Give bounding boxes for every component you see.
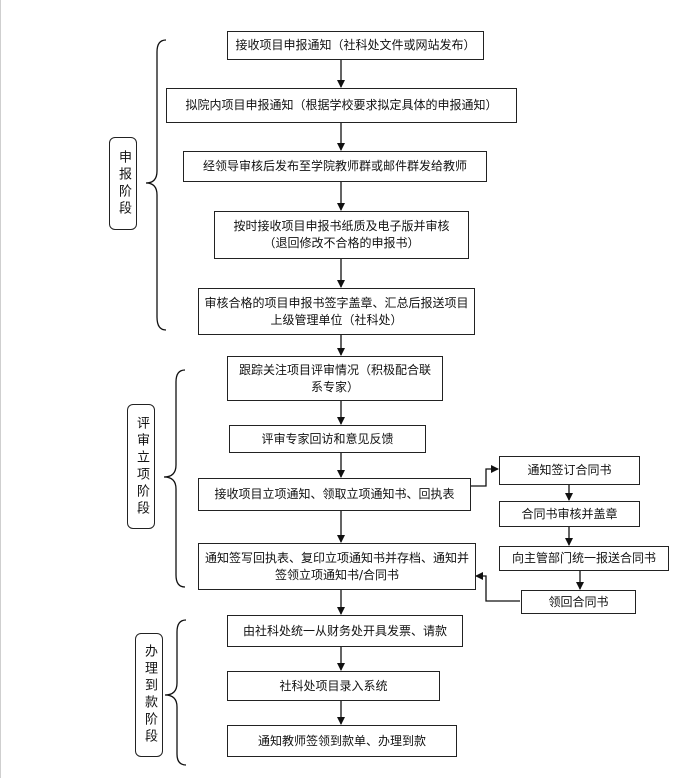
page-edge-line xyxy=(0,0,1,778)
stage-label-declaration: 申报阶段 xyxy=(109,137,137,230)
step-notify-payment: 通知教师签领到款单、办理到款 xyxy=(227,725,457,757)
step-enter-system: 社科处项目录入系统 xyxy=(227,671,440,701)
step-notify-receipt: 通知签写回执表、复印立项通知书并存档、通知并 签领立项通知书/合同书 xyxy=(198,543,476,590)
step-publish-to-teachers: 经领导审核后发布至学院教师群或邮件群发给教师 xyxy=(183,151,487,182)
step-collect-applications: 按时接收项目申报书纸质及电子版并审核 （退回修改不合格的申报书） xyxy=(214,211,469,259)
contract-submit: 向主管部门统一报送合同书 xyxy=(499,546,669,571)
step-submit-applications: 审核合格的项目申报书签字盖章、汇总后报送项目 上级管理单位（社科处） xyxy=(198,288,475,335)
stage-text: 办理到款阶段 xyxy=(142,644,157,746)
stage-text: 评审立项阶段 xyxy=(134,415,149,518)
brace-declaration xyxy=(145,39,167,331)
stage-label-payment: 办理到款阶段 xyxy=(135,633,163,757)
contract-review-stamp: 合同书审核并盖章 xyxy=(499,501,640,527)
step-receive-approval: 接收项目立项通知、领取立项通知书、回执表 xyxy=(198,478,471,511)
contract-retrieve: 领回合同书 xyxy=(521,590,636,614)
step-expert-feedback: 评审专家回访和意见反馈 xyxy=(229,425,426,453)
arrow-c4-s9 xyxy=(475,572,520,602)
brace-payment xyxy=(164,619,187,766)
contract-notify-sign: 通知签订合同书 xyxy=(499,456,640,485)
arrow-s8-c1 xyxy=(471,465,499,487)
step-receive-notice: 接收项目申报通知（社科处文件或网站发布） xyxy=(227,31,484,60)
step-invoice-request: 由社科处统一从财务处开具发票、请款 xyxy=(227,615,463,647)
step-track-review: 跟踪关注项目评审情况（积极配合联 系专家） xyxy=(227,356,443,401)
stage-text: 申报阶段 xyxy=(116,149,131,218)
stage-label-review: 评审立项阶段 xyxy=(127,404,155,529)
brace-review xyxy=(163,369,186,588)
step-draft-notice: 拟院内项目申报通知（根据学校要求拟定具体的申报通知） xyxy=(166,88,517,123)
